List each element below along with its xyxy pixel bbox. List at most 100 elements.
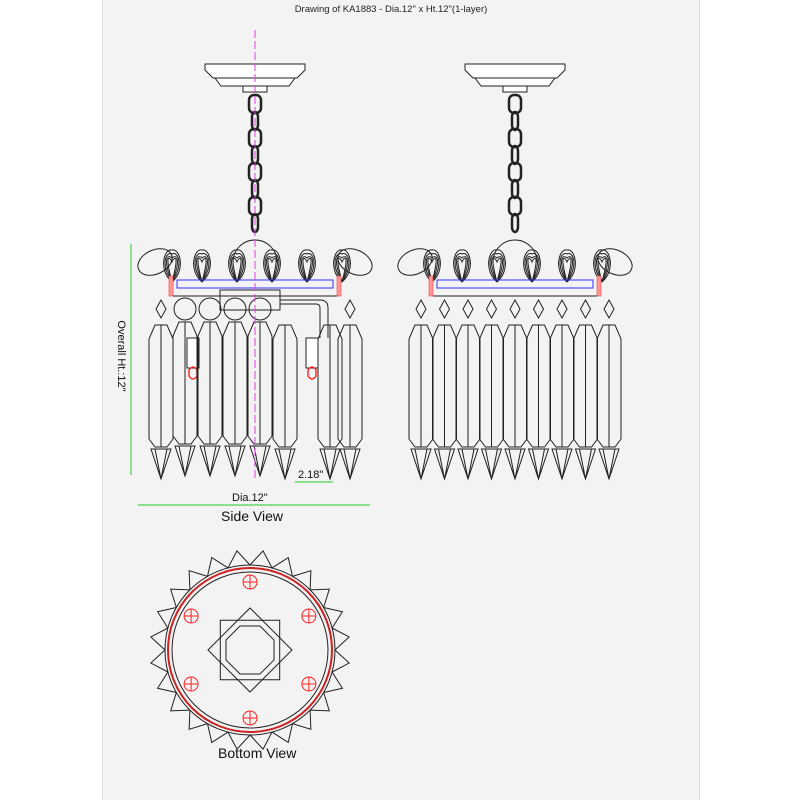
leaf-petal — [454, 253, 470, 283]
light-cross — [184, 609, 199, 623]
bead-crystal — [485, 298, 498, 320]
rosette-crystal — [223, 297, 247, 321]
prism-crystal — [596, 324, 622, 448]
bead-crystal — [556, 298, 568, 320]
bottom-crystal-tooth — [271, 723, 293, 744]
bottom-crystal-tooth — [292, 569, 312, 590]
leaf-petal — [231, 256, 243, 283]
leaf-petal — [457, 257, 467, 283]
bottom-crystal-tooth — [156, 671, 177, 693]
leaf-petal — [301, 256, 313, 283]
bottom-crystal-tooth — [292, 710, 312, 731]
leaf-ornament — [298, 249, 316, 283]
bead-crystal — [579, 298, 592, 320]
prism-crystal — [222, 321, 248, 445]
leaf-petal — [524, 253, 540, 283]
leaf-petal — [167, 257, 177, 283]
frame-ring-red — [167, 567, 333, 733]
leaf-petal — [597, 257, 607, 283]
outer-ring — [164, 564, 336, 736]
chain-link — [510, 212, 520, 234]
drop-crystal — [598, 448, 620, 481]
leaf-petal — [299, 253, 315, 283]
drop-crystal — [504, 448, 526, 481]
bottom-crystal-tooth — [331, 649, 351, 673]
bead-crystal — [155, 298, 167, 320]
bottom-crystal-tooth — [149, 649, 169, 673]
chain-link — [507, 93, 523, 115]
leaf-petal — [596, 256, 608, 283]
bulb — [307, 366, 317, 380]
inner-ring — [171, 571, 329, 729]
leaf-ornament — [333, 249, 351, 283]
bottom-crystal-tooth — [310, 692, 331, 712]
leaf-ornament — [263, 249, 281, 283]
leaf-petal — [456, 256, 468, 283]
drop-crystal — [249, 445, 271, 478]
bottom-crystal-tooth — [156, 607, 177, 629]
drop-crystal — [150, 448, 172, 481]
prism-crystal — [432, 324, 457, 448]
left-curl — [137, 248, 173, 276]
leaf-petal — [298, 249, 316, 283]
prism-crystal — [549, 324, 575, 448]
light-position-marker — [242, 574, 258, 590]
leaf-petal — [527, 257, 537, 283]
bead-crystal — [344, 298, 356, 320]
socket — [305, 337, 319, 369]
left-curl — [397, 248, 433, 276]
light-position-marker — [301, 608, 317, 624]
prism-crystal — [247, 321, 273, 445]
front-view — [397, 63, 633, 481]
prism-crystal — [197, 321, 223, 445]
leaf-petal — [264, 253, 280, 283]
drop-crystal — [574, 448, 597, 481]
prism-crystal — [148, 324, 174, 448]
frame-bracket — [168, 275, 174, 297]
leaf-petal — [229, 253, 245, 283]
leaf-petal — [427, 257, 437, 283]
light-position-marker — [242, 710, 258, 726]
bead-crystal — [603, 298, 615, 320]
prism-crystal — [317, 324, 343, 448]
bottom-crystal-tooth — [188, 569, 208, 590]
chain-link — [507, 195, 523, 217]
drop-crystal — [319, 448, 341, 481]
bottom-crystal-tooth — [169, 588, 190, 608]
bottom-crystal-tooth — [249, 731, 273, 751]
leaf-petal — [488, 249, 506, 283]
drawing-title: Drawing of KA1883 - Dia.12" x Ht.12"(1-l… — [294, 4, 488, 15]
chain-link — [507, 127, 523, 149]
drop-crystal — [174, 445, 196, 478]
light-cross — [243, 711, 257, 725]
leaf-ornament — [488, 249, 506, 283]
bottom-crystal-tooth — [169, 692, 190, 712]
leaf-ornament — [523, 249, 541, 283]
bottom-view-label: Bottom View — [218, 745, 297, 761]
bottom-view — [149, 549, 351, 751]
bead-crystal — [509, 298, 521, 320]
drop-crystal — [480, 448, 503, 481]
diameter-dimension-label: Dia.12" — [232, 492, 268, 504]
bead-crystal — [438, 298, 451, 320]
bulb — [188, 366, 198, 380]
drop-crystal — [527, 448, 550, 481]
bottom-crystal-tooth — [271, 556, 293, 577]
chain-link — [510, 178, 520, 200]
drop-crystal — [433, 448, 456, 481]
drop-crystal — [410, 448, 432, 481]
light-position-marker — [301, 676, 317, 692]
side-view-label: Side View — [221, 508, 284, 524]
light-position-marker — [183, 676, 199, 692]
leaf-petal — [302, 257, 312, 283]
leaf-petal — [489, 253, 505, 283]
chain-link — [510, 110, 520, 132]
bottom-crystal-tooth — [149, 627, 169, 651]
rosette-crystal — [198, 297, 222, 321]
center-square — [207, 607, 293, 693]
drop-crystal — [274, 448, 296, 481]
center-square — [219, 619, 281, 681]
right-curl — [597, 248, 633, 276]
bottom-crystal-tooth — [188, 710, 208, 731]
